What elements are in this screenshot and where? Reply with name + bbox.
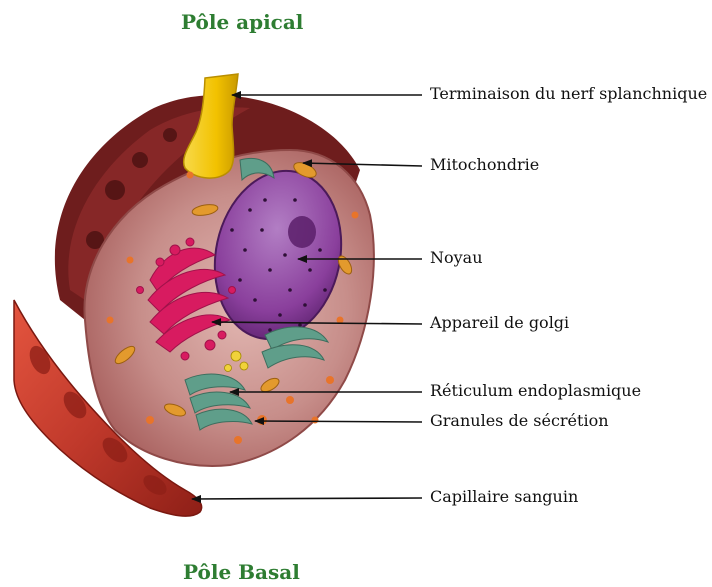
- label-nerve-ending: Terminaison du nerf splanchnique: [430, 84, 707, 103]
- label-golgi: Appareil de golgi: [430, 313, 569, 332]
- label-nucleus: Noyau: [430, 248, 483, 267]
- leader-capillary: [192, 498, 422, 499]
- label-capillary: Capillaire sanguin: [430, 487, 578, 506]
- basal-pole-title: Pôle Basal: [183, 560, 300, 584]
- rim-texture: [132, 152, 148, 168]
- rim-texture: [163, 128, 177, 142]
- nucleolus: [288, 216, 316, 248]
- label-mitochondria: Mitochondrie: [430, 155, 539, 174]
- label-reticulum: Réticulum endoplasmique: [430, 381, 641, 400]
- leader-granules: [255, 421, 422, 422]
- apical-pole-title: Pôle apical: [181, 10, 303, 34]
- label-granules: Granules de sécrétion: [430, 411, 609, 430]
- rim-texture: [105, 180, 125, 200]
